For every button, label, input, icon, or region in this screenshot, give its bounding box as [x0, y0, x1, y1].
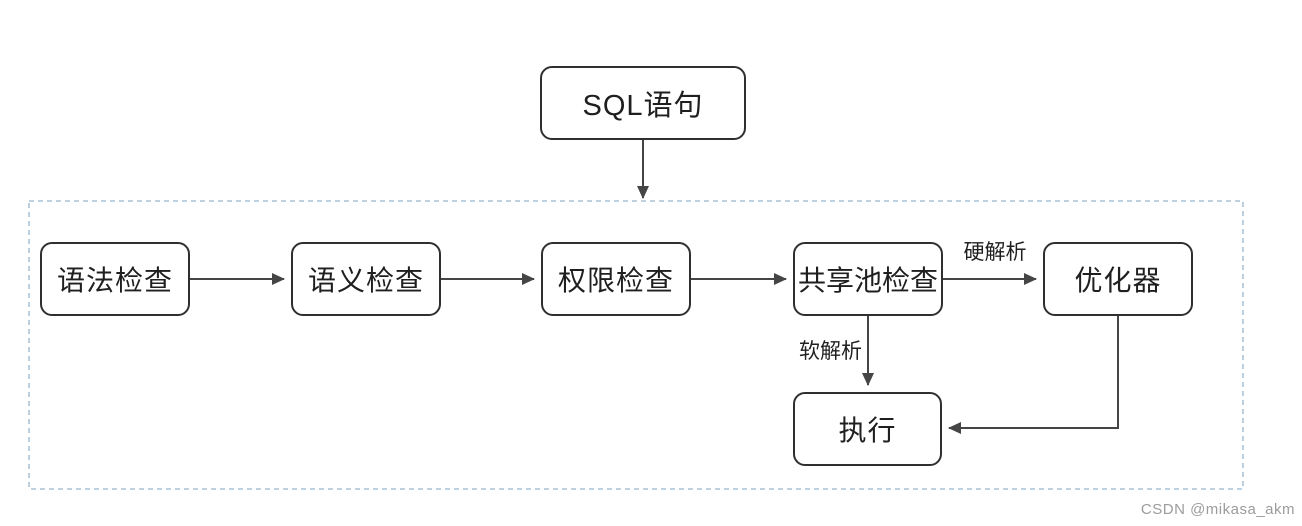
node-optimizer: 优化器	[1043, 242, 1193, 316]
edge-label-hard-parse: 硬解析	[963, 241, 1027, 264]
watermark: CSDN @mikasa_akm	[1140, 501, 1295, 518]
node-shared-pool-check: 共享池检查	[793, 242, 943, 316]
node-sql-statement: SQL语句	[540, 66, 746, 140]
edge-label-soft-parse: 软解析	[799, 340, 862, 363]
node-privilege-check: 权限检查	[541, 242, 691, 316]
node-semantic-check: 语义检查	[291, 242, 441, 316]
node-syntax-check: 语法检查	[40, 242, 190, 316]
edge-optimizer-to-execute	[948, 316, 1119, 434]
node-execute: 执行	[793, 392, 942, 466]
